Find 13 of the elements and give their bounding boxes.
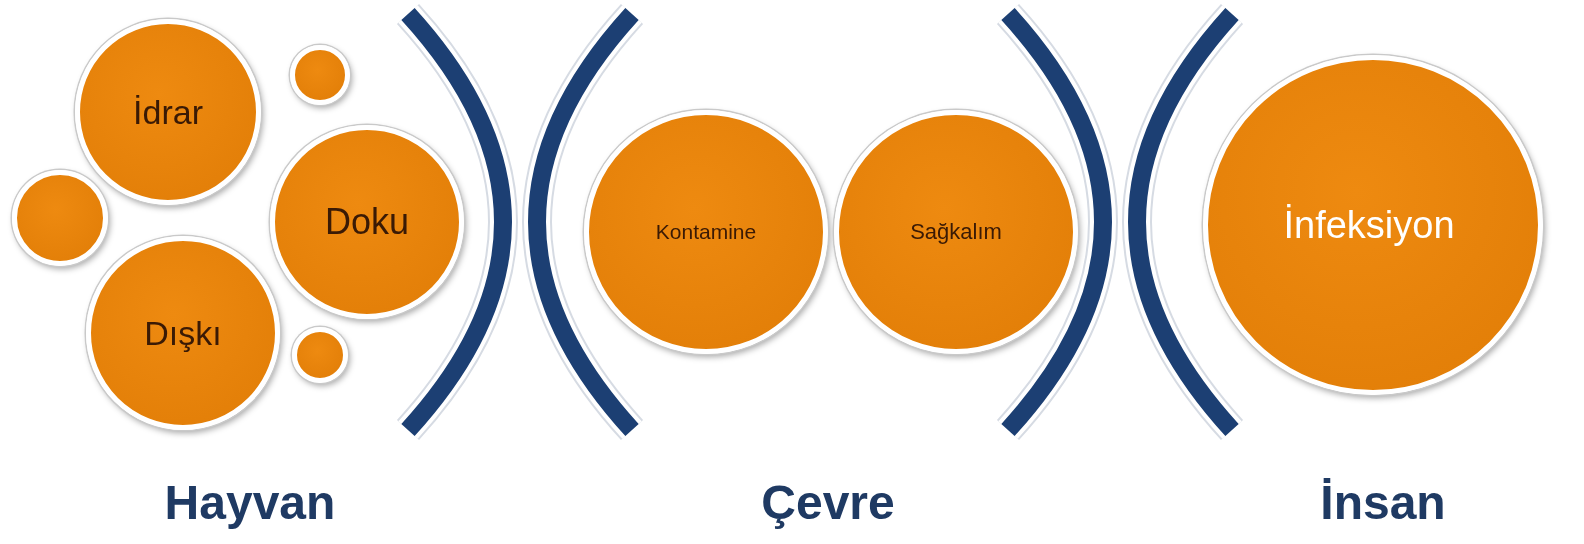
- node-label: İnfeksiyon: [1283, 203, 1455, 247]
- node-label: Doku: [325, 201, 409, 243]
- circle-node: [12, 170, 108, 266]
- circle-node: [290, 45, 350, 105]
- group-heading: İnsan: [1320, 475, 1446, 530]
- group-heading: Hayvan: [164, 475, 336, 530]
- node-label: Kontamine: [655, 220, 757, 244]
- node-label: Dışkı: [144, 313, 222, 353]
- circle-node: [270, 125, 464, 319]
- node-label: Sağkalım: [910, 219, 1002, 245]
- node-label: İdrar: [133, 92, 203, 132]
- group-heading: Çevre: [761, 475, 895, 530]
- circle-node: [292, 327, 348, 383]
